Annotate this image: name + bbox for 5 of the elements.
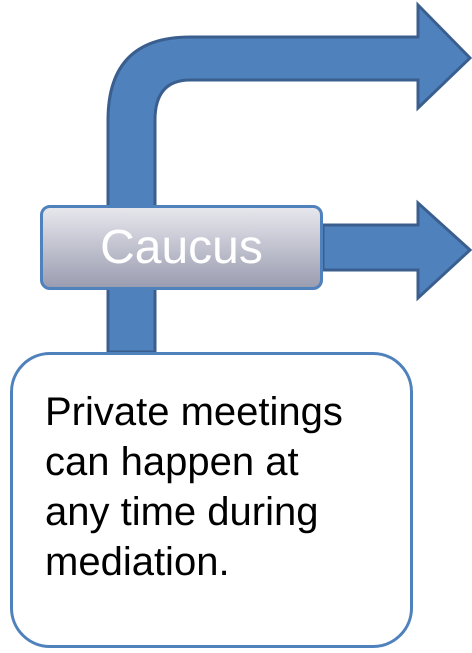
box-title: Caucus [100, 220, 263, 275]
label-box [40, 205, 323, 290]
block-arrow [322, 200, 472, 302]
text-box [10, 352, 413, 648]
description-text: Private meetings can happen at any time during mediation. [45, 389, 344, 586]
